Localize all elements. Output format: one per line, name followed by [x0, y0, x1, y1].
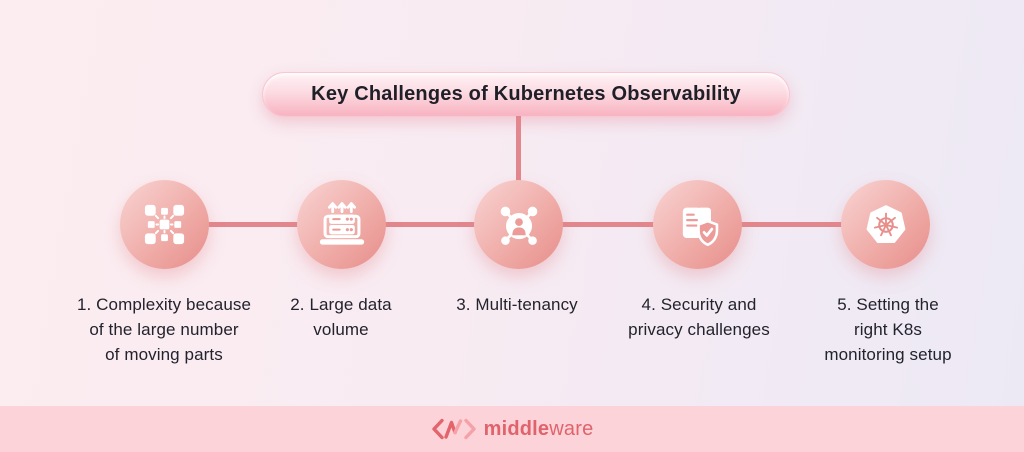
- brand-name-regular: ware: [549, 417, 594, 440]
- multi-tenancy-users-icon: [500, 206, 537, 245]
- security-shield-document-icon: [682, 207, 718, 246]
- middleware-logo: middleware: [431, 417, 594, 441]
- challenge-2-circle: [297, 180, 386, 269]
- brand-name: middleware: [484, 418, 594, 441]
- challenge-1-label: 1. Complexity because of the large numbe…: [76, 295, 252, 364]
- challenge-1-circle: [120, 180, 209, 269]
- title-banner: Key Challenges of Kubernetes Observabili…: [262, 72, 790, 117]
- challenge-2-label: 2. Large data volume: [290, 295, 392, 339]
- page-title: Key Challenges of Kubernetes Observabili…: [311, 83, 741, 105]
- challenge-5-circle: [841, 180, 930, 269]
- middleware-logo-icon: [431, 418, 476, 440]
- kubernetes-helm-icon: [866, 204, 905, 243]
- challenge-4-circle: [653, 180, 742, 269]
- distributed-parts-icon: [144, 204, 185, 245]
- brand-name-bold: middle: [483, 417, 550, 440]
- footer-band: middleware: [0, 406, 1024, 452]
- challenge-3-circle: [474, 180, 563, 269]
- data-volume-upload-icon: [319, 201, 364, 245]
- challenge-4-label: 4. Security and privacy challenges: [628, 295, 770, 339]
- challenge-3-label: 3. Multi-tenancy: [456, 295, 578, 314]
- challenge-5-label: 5. Setting the right K8s monitoring setu…: [824, 295, 952, 364]
- connector-vertical: [516, 116, 521, 182]
